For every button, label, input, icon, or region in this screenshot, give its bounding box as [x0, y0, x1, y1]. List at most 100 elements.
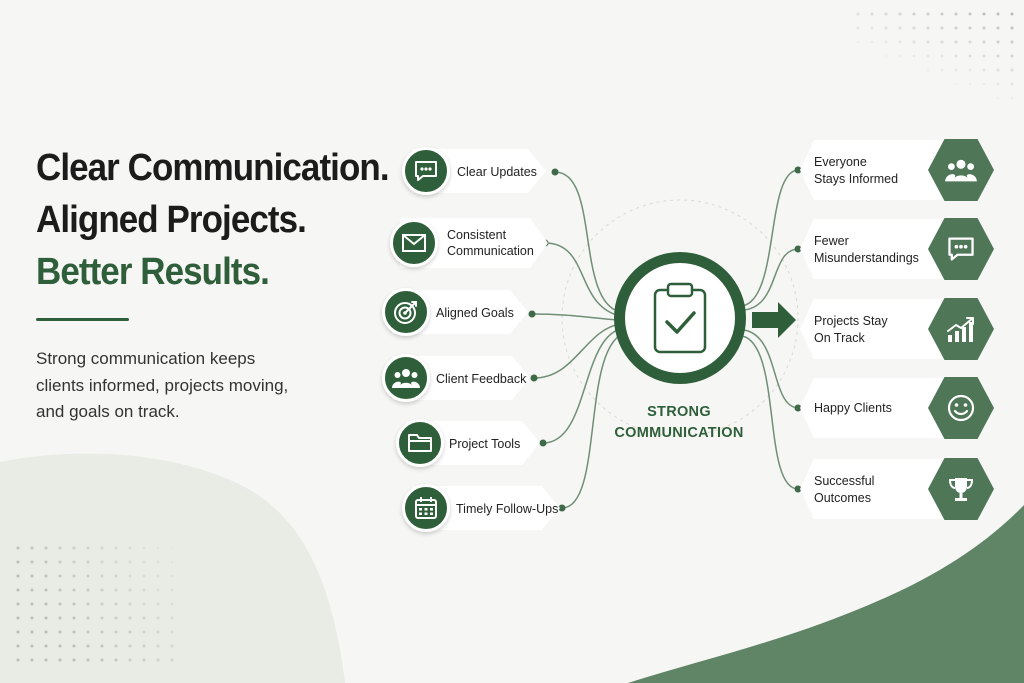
decorative-dot: [156, 644, 160, 648]
decorative-dot: [44, 560, 48, 564]
decorative-dot: [114, 574, 118, 578]
headline: Clear Communication. Aligned Projects. B…: [36, 142, 396, 298]
dot-grid-bottom-left: [16, 546, 174, 662]
decorative-dot: [170, 616, 174, 620]
decorative-dot: [156, 602, 160, 606]
outcome-label-successful-outcomes: Successful Outcomes: [814, 473, 874, 507]
decorative-dot: [128, 588, 132, 592]
outcome-icon-projects-stay-on-track: [928, 298, 994, 360]
decorative-dot: [898, 40, 902, 44]
outcome-label-line-1: Successful: [814, 474, 875, 488]
hub-inner-disc: [625, 263, 735, 373]
right-connector-dots: [794, 166, 802, 493]
decorative-dot: [996, 40, 1000, 44]
decorative-dot: [100, 560, 104, 564]
decorative-dot: [72, 602, 76, 606]
hub-label-line-2: COMMUNICATION: [614, 425, 744, 441]
body-paragraph: Strong communication keeps clients infor…: [36, 346, 336, 426]
decorative-dot: [30, 602, 34, 606]
outcome-label-line-2: On Track: [814, 331, 865, 345]
decorative-dot: [898, 26, 902, 30]
decorative-dot: [114, 602, 118, 606]
outcome-label-projects-stay-on-track: Projects Stay On Track: [814, 313, 888, 347]
right-connectors: [741, 169, 799, 490]
decorative-dot: [884, 26, 888, 30]
decorative-dot: [170, 630, 174, 634]
decorative-dot: [16, 602, 20, 606]
decorative-dot: [114, 546, 118, 550]
decorative-dot: [30, 560, 34, 564]
decorative-dot: [30, 658, 34, 662]
decorative-dot: [44, 546, 48, 550]
decorative-dot: [142, 658, 146, 662]
input-label-consistent-communication: Consistent Communication: [447, 227, 534, 259]
decorative-dot: [156, 616, 160, 620]
background-blob-dark: [628, 505, 1024, 683]
decorative-dot: [114, 588, 118, 592]
body-line-3: and goals on track.: [36, 402, 180, 421]
decorative-dot: [44, 658, 48, 662]
decorative-dot: [16, 658, 20, 662]
decorative-dot: [128, 602, 132, 606]
left-connectors: [531, 171, 629, 509]
decorative-dot: [156, 574, 160, 578]
decorative-dot: [30, 574, 34, 578]
decorative-dot: [86, 658, 90, 662]
decorative-dot: [58, 574, 62, 578]
decorative-dot: [44, 574, 48, 578]
decorative-dot: [128, 560, 132, 564]
decorative-dot: [982, 12, 986, 16]
decorative-dot: [100, 546, 104, 550]
input-icon-consistent-communication: [390, 219, 438, 267]
decorative-dot: [86, 630, 90, 634]
growth-chart-icon: [947, 317, 974, 342]
decorative-dot: [940, 54, 944, 58]
decorative-dot: [884, 40, 888, 44]
decorative-dot: [926, 26, 930, 30]
decorative-dot: [884, 54, 888, 58]
decorative-dot: [968, 26, 972, 30]
decorative-dot: [856, 26, 860, 30]
decorative-dot: [100, 630, 104, 634]
decorative-dot: [982, 40, 986, 44]
headline-line-3: Better Results.: [36, 251, 270, 293]
smiley-icon: [947, 394, 975, 422]
input-label-aligned-goals: Aligned Goals: [436, 306, 514, 320]
decorative-dot: [30, 546, 34, 550]
decorative-dot: [954, 68, 958, 72]
decorative-dot: [996, 68, 1000, 72]
hub-label: STRONG COMMUNICATION: [606, 402, 752, 444]
decorative-dot: [1010, 54, 1014, 58]
hub-label-line-1: STRONG: [647, 404, 711, 420]
decorative-dot: [912, 54, 916, 58]
outcome-icon-successful-outcomes: [928, 458, 994, 520]
decorative-dot: [100, 588, 104, 592]
decorative-dot: [912, 40, 916, 44]
dot-grid-top-right: [856, 12, 1014, 100]
outcome-icon-happy-clients: [928, 377, 994, 439]
decorative-dot: [100, 658, 104, 662]
decorative-dot: [156, 630, 160, 634]
decorative-dot: [58, 602, 62, 606]
decorative-dot: [170, 644, 174, 648]
decorative-dot: [1010, 82, 1014, 86]
decorative-dot: [926, 68, 930, 72]
decorative-dot: [884, 12, 888, 16]
decorative-dot: [86, 574, 90, 578]
decorative-dot: [16, 546, 20, 550]
decorative-dot: [128, 574, 132, 578]
people-group-icon: [945, 159, 977, 182]
outcome-label-line-1: Everyone: [814, 155, 867, 169]
decorative-dot: [86, 546, 90, 550]
outcome-label-line-2: Stays Informed: [814, 172, 899, 186]
target-icon: [394, 301, 417, 324]
decorative-dot: [72, 574, 76, 578]
headline-line-2: Aligned Projects.: [36, 199, 307, 241]
people-group-icon: [392, 369, 420, 388]
decorative-dot: [954, 40, 958, 44]
chat-bubble-icon: [948, 237, 974, 261]
decorative-dot: [100, 644, 104, 648]
decorative-dot: [954, 54, 958, 58]
decorative-dot: [940, 68, 944, 72]
